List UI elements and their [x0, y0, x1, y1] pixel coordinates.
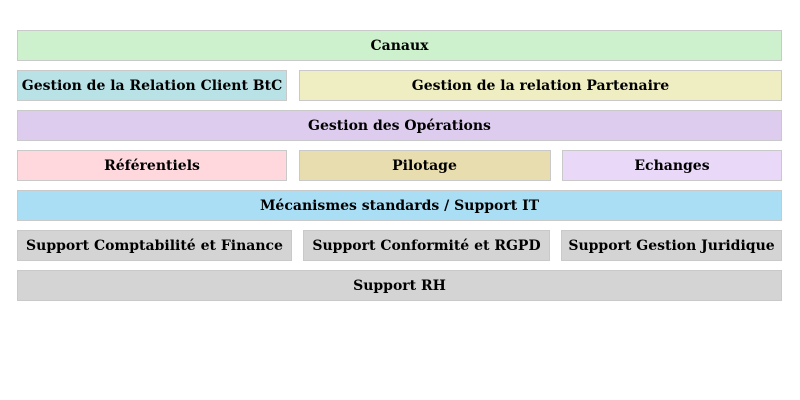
block-canaux: Canaux	[17, 30, 782, 61]
diagram-row-relation: Gestion de la Relation Client BtC Gestio…	[17, 70, 782, 101]
block-support-gestion-juridique: Support Gestion Juridique	[561, 230, 782, 261]
diagram-row-mecanismes: Mécanismes standards / Support IT	[17, 190, 782, 221]
block-gestion-operations: Gestion des Opérations	[17, 110, 782, 141]
block-support-comptabilite-finance: Support Comptabilité et Finance	[17, 230, 292, 261]
diagram-row-supports: Support Comptabilité et Finance Support …	[17, 230, 782, 261]
block-gestion-relation-client-btc: Gestion de la Relation Client BtC	[17, 70, 287, 101]
block-echanges: Echanges	[562, 150, 782, 181]
diagram-row-canaux: Canaux	[17, 30, 782, 61]
block-referentiels: Référentiels	[17, 150, 287, 181]
block-mecanismes-support-it: Mécanismes standards / Support IT	[17, 190, 782, 221]
block-support-rh: Support RH	[17, 270, 782, 301]
capability-diagram: Canaux Gestion de la Relation Client BtC…	[17, 30, 782, 310]
diagram-row-support-rh: Support RH	[17, 270, 782, 301]
block-pilotage: Pilotage	[298, 150, 551, 181]
block-support-conformite-rgpd: Support Conformité et RGPD	[303, 230, 550, 261]
diagram-row-referentiels-pilotage-echanges: Référentiels Pilotage Echanges	[17, 150, 782, 181]
diagram-row-operations: Gestion des Opérations	[17, 110, 782, 141]
block-gestion-relation-partenaire: Gestion de la relation Partenaire	[299, 70, 782, 101]
